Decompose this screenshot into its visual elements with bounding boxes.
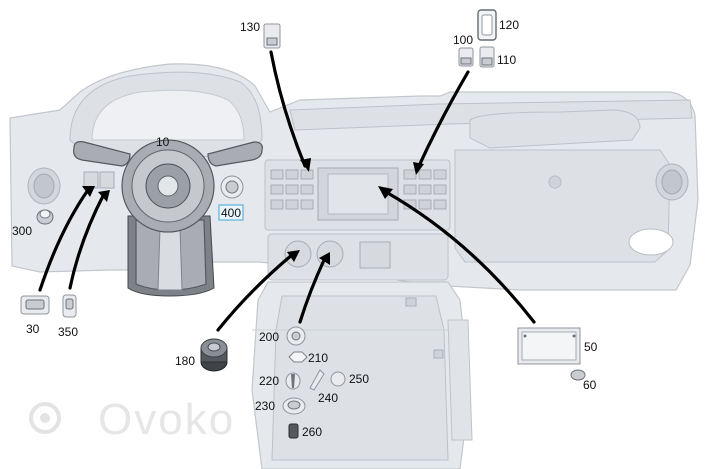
label-50: 50	[584, 340, 598, 354]
arrow-200	[298, 256, 327, 324]
label-400: 400	[221, 206, 241, 220]
label-110: 110	[497, 53, 516, 67]
part-30-switch	[20, 295, 50, 315]
arrow-30	[38, 188, 90, 292]
arrow-350	[68, 192, 106, 290]
part-110-switch	[479, 46, 495, 68]
label-350: 350	[58, 325, 78, 339]
arrow-180	[216, 252, 295, 332]
label-220: 220	[259, 374, 279, 388]
label-30: 30	[26, 322, 40, 336]
label-250: 250	[349, 372, 369, 386]
label-240: 240	[318, 391, 338, 405]
part-300-knob	[36, 209, 54, 225]
arrow-130	[269, 50, 307, 168]
part-260-plug	[288, 423, 299, 439]
part-100-switch	[458, 47, 474, 67]
leader-arrows	[38, 50, 536, 332]
part-130-module	[263, 23, 281, 49]
part-180-ignition	[200, 338, 228, 372]
part-250-cap	[330, 371, 346, 387]
label-260: 260	[302, 425, 322, 439]
label-60: 60	[583, 378, 597, 392]
label-300: 300	[12, 224, 32, 238]
callout-labels: 10 30 50 60 100 110 120 130 180 200 210 …	[12, 18, 598, 439]
label-180: 180	[175, 354, 195, 368]
part-400-switch	[220, 175, 244, 199]
arrow-100-110	[416, 70, 470, 170]
label-230: 230	[255, 399, 275, 413]
label-120: 120	[499, 18, 519, 32]
watermark: Ovoko	[29, 395, 235, 444]
label-10: 10	[156, 135, 170, 149]
part-230-dial	[282, 397, 306, 415]
part-210-ring	[288, 351, 308, 363]
label-400-highlight-box	[218, 204, 244, 221]
part-120-frame	[477, 9, 497, 41]
watermark-logo-icon	[29, 402, 61, 434]
watermark-text: Ovoko	[98, 395, 235, 444]
part-50-module	[517, 327, 581, 365]
part-60-clip	[570, 369, 586, 381]
label-210: 210	[308, 351, 328, 365]
label-100: 100	[453, 33, 473, 47]
label-130: 130	[240, 20, 260, 34]
arrow-50	[384, 190, 536, 324]
label-200: 200	[259, 330, 279, 344]
part-350-switch	[62, 294, 77, 318]
part-220-knob	[285, 372, 301, 390]
part-240-lever	[309, 369, 325, 391]
part-200-knob	[286, 326, 306, 346]
steering-wheel	[73, 139, 263, 297]
